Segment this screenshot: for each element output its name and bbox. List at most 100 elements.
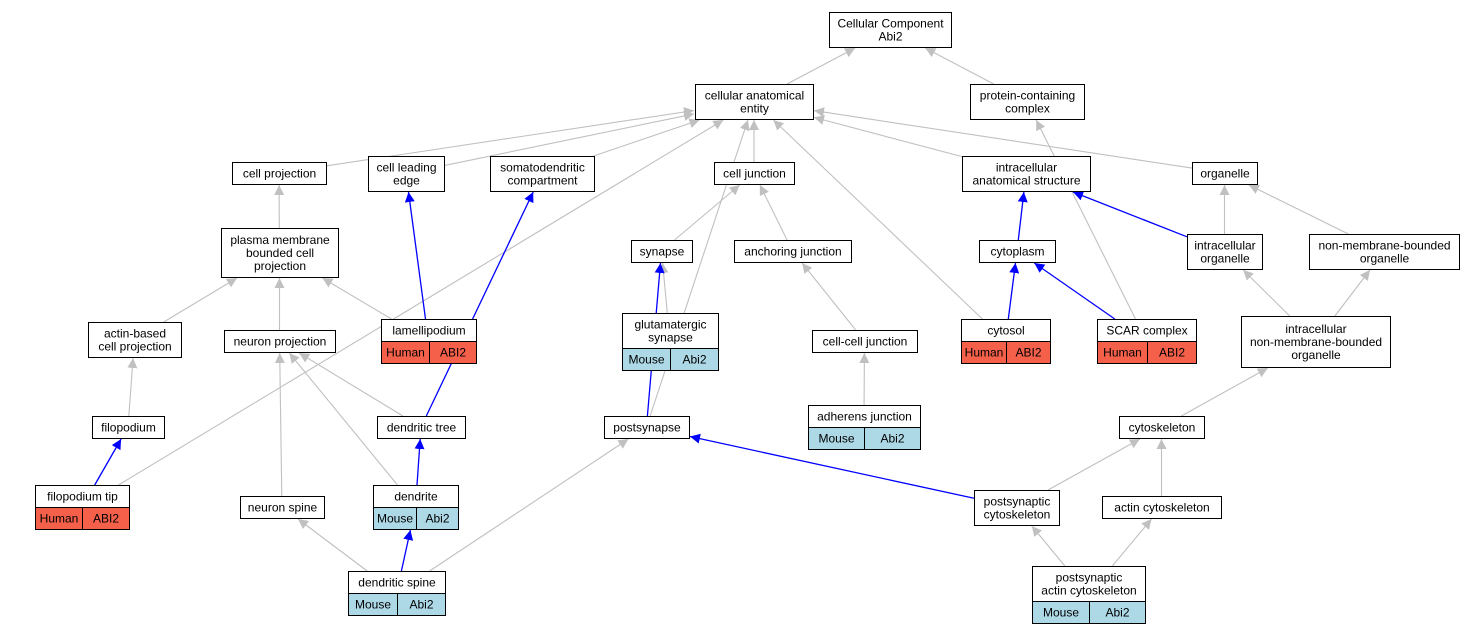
gene-label: ABI2: [93, 512, 119, 526]
node-label-line: anchoring junction: [744, 245, 841, 259]
go-term-node-cp[interactable]: cell projection: [233, 163, 327, 185]
edge-psc-to-csk: [1048, 439, 1140, 490]
edge-ds-to-ns: [298, 519, 367, 571]
go-term-node-fil[interactable]: filopodium: [93, 417, 165, 439]
node-label-line: dendritic spine: [358, 576, 436, 590]
edge-ias-to-cae: [814, 117, 962, 156]
node-label-line: filopodium tip: [47, 490, 118, 504]
node-label-line: Abi2: [878, 30, 902, 44]
edge-cytosol-to-cyto: [1008, 263, 1015, 319]
node-label-line: cell-cell junction: [823, 335, 908, 349]
go-term-node-dt[interactable]: dendritic tree: [378, 417, 466, 439]
species-label: Mouse: [818, 432, 854, 446]
node-label-line: actin-based: [104, 327, 166, 341]
go-term-node-csk[interactable]: cytoskeleton: [1120, 417, 1205, 439]
node-label-line: intracellular: [996, 161, 1057, 175]
node-label-line: protein-containing: [980, 89, 1075, 103]
go-term-node-ps[interactable]: postsynapse: [605, 417, 690, 439]
node-label-line: neuron spine: [248, 501, 318, 515]
node-label-line: actin cytoskeleton: [1114, 501, 1209, 515]
node-label-line: cytosol: [987, 324, 1024, 338]
edge-den-to-dt: [417, 439, 420, 485]
node-label-line: entity: [740, 102, 769, 116]
edge-pcc-to-cc: [925, 48, 994, 84]
node-label-line: intracellular: [1194, 239, 1255, 253]
edge-psacsk-to-psc: [1032, 526, 1065, 566]
edge-gs-to-syn: [663, 263, 668, 313]
node-label-line: organelle: [1200, 252, 1250, 266]
gene-label: Abi2: [425, 512, 449, 526]
go-term-node-syn[interactable]: synapse: [632, 241, 693, 263]
node-label-line: adherens junction: [817, 410, 912, 424]
node-label-line: glutamatergic: [634, 318, 706, 332]
species-label: Mouse: [355, 598, 391, 612]
edge-abcp-to-pmbcp: [164, 278, 237, 322]
node-label-line: dendritic tree: [387, 421, 457, 435]
go-term-node-org[interactable]: organelle: [1193, 163, 1258, 185]
edge-ccj-to-aj: [802, 263, 856, 330]
edge-cyto-to-ias: [1018, 192, 1024, 240]
node-label-line: organelle: [1291, 348, 1341, 362]
go-term-node-inmbo[interactable]: intracellularnon-membrane-boundedorganel…: [1242, 317, 1391, 368]
node-label-line: cellular anatomical: [705, 89, 804, 103]
go-term-node-ns[interactable]: neuron spine: [241, 497, 325, 519]
go-term-node-acsk[interactable]: actin cytoskeleton: [1103, 497, 1222, 519]
node-label-line: organelle: [1360, 252, 1410, 266]
edge-aj-to-cj: [760, 185, 787, 240]
gene-label: ABI2: [440, 346, 466, 360]
go-term-node-cyto[interactable]: cytoplasm: [980, 241, 1056, 263]
edge-inmbo-to-io: [1243, 270, 1290, 316]
node-label-line: projection: [254, 259, 306, 273]
edge-lam-to-pmbcp: [322, 278, 391, 319]
node-label-line: complex: [1005, 102, 1050, 116]
node-label-line: postsynapse: [613, 421, 681, 435]
node-label-line: Cellular Component: [837, 17, 944, 31]
node-label-line: cell leading: [376, 161, 436, 175]
go-term-node-cj[interactable]: cell junction: [715, 163, 795, 185]
node-label-line: compartment: [507, 174, 578, 188]
gene-label: Abi2: [409, 598, 433, 612]
gene-label: Abi2: [1105, 606, 1129, 620]
edge-scar-to-pcc: [1036, 120, 1135, 319]
edge-layer: [95, 48, 1370, 571]
gene-label: ABI2: [1159, 346, 1185, 360]
gene-label: Abi2: [880, 432, 904, 446]
edge-ds-to-den: [401, 530, 410, 571]
node-label-line: cell junction: [723, 167, 786, 181]
edge-ns-to-np: [280, 353, 282, 496]
go-term-node-aj[interactable]: anchoring junction: [735, 241, 852, 263]
node-label-line: postsynaptic: [984, 495, 1051, 509]
edge-csk-to-inmbo: [1181, 368, 1268, 416]
go-term-node-np[interactable]: neuron projection: [225, 331, 336, 353]
node-label-line: cytoplasm: [990, 245, 1044, 259]
edge-cae-to-cc: [787, 48, 855, 84]
node-label-line: postsynaptic: [1056, 571, 1123, 585]
edge-cytosol-to-cae: [773, 120, 982, 319]
node-label-line: edge: [393, 174, 420, 188]
go-term-node-ccj[interactable]: cell-cell junction: [813, 331, 918, 353]
node-label-line: somatodendritic: [500, 161, 585, 175]
species-label: Human: [1103, 346, 1142, 360]
